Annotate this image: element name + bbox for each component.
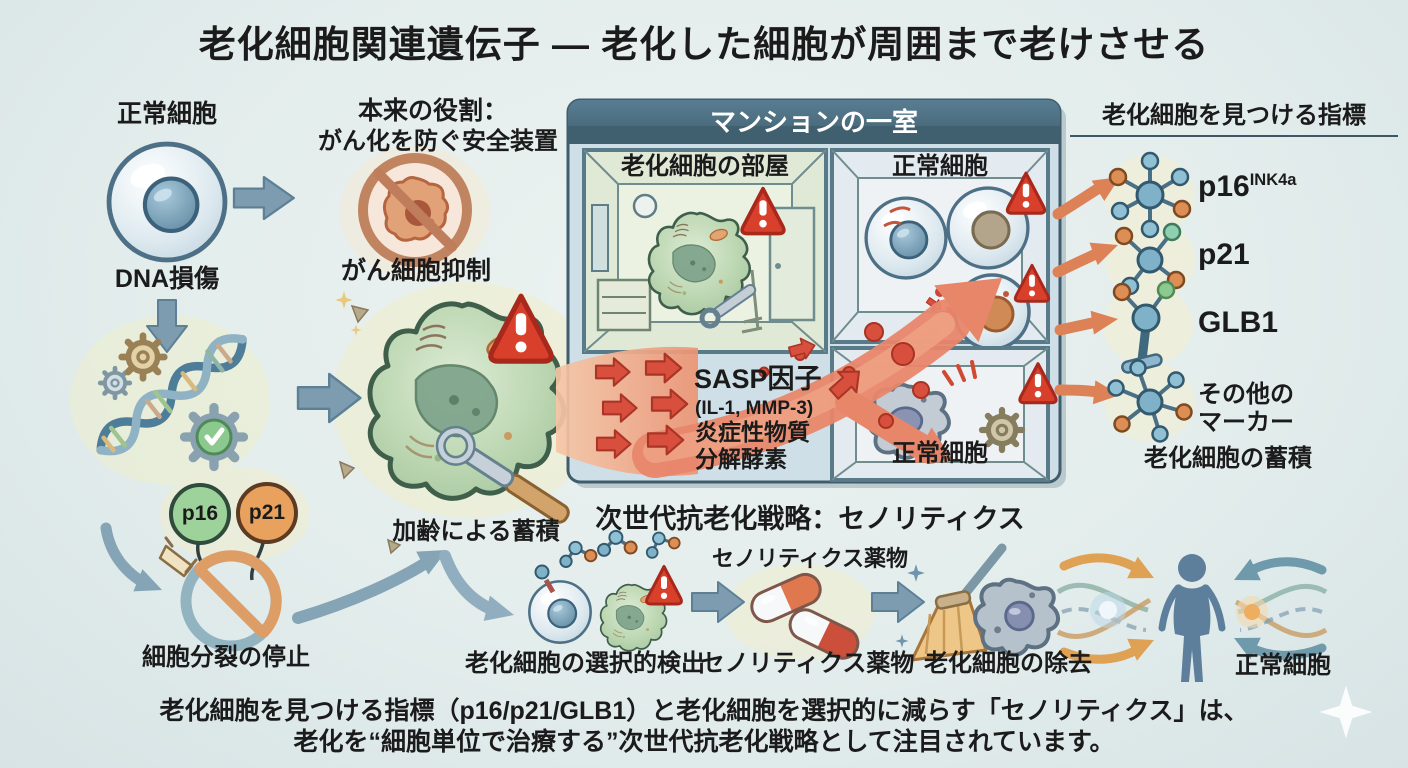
capsule-icon xyxy=(788,608,860,660)
page-title: 老化細胞関連遺伝子 ― 老化した細胞が周囲まで老けさせる xyxy=(198,24,1210,65)
marker-glb1-label: GLB1 xyxy=(1198,306,1279,339)
removed-cell-icon xyxy=(973,577,1060,657)
division-arrest-label: 細胞分裂の停止 xyxy=(142,644,310,671)
senescent-room xyxy=(582,148,828,354)
molecule-icon-glb1 xyxy=(1112,280,1176,374)
accumulation-label: 加齢による蓄積 xyxy=(392,518,560,545)
arrow-cell-to-role xyxy=(232,175,295,221)
cancer-suppression-label: がん細胞抑制 xyxy=(340,257,491,285)
detect-step-icon xyxy=(528,526,684,652)
drug-step-label: セノリティクス薬物 xyxy=(700,650,915,677)
apartment-header: マンションの一室 xyxy=(709,107,918,137)
cancer-suppression-icon xyxy=(358,153,472,267)
dna-wave-right xyxy=(1234,557,1328,660)
dna-wave-left xyxy=(1056,553,1154,664)
marker-p21-label: p21 xyxy=(1198,238,1250,271)
p16-badge-label: p16 xyxy=(181,502,219,525)
role-heading-line1: 本来の役割： xyxy=(357,97,508,125)
check-gear-icon xyxy=(185,408,244,467)
arrow-drug-to-remove xyxy=(871,581,925,623)
detect-step-label: 老化細胞の選択的検出 xyxy=(465,650,705,677)
arrow-accumulation-to-detect xyxy=(439,550,514,621)
inflammatory-label: 炎症性物質 xyxy=(695,419,810,445)
role-heading-line2: がん化を防ぐ安全装置 xyxy=(318,128,558,155)
normal-room-bottom-label: 正常細胞 xyxy=(892,440,988,467)
enzyme-label: 分解酵素 xyxy=(695,446,787,472)
p21-badge-label: p21 xyxy=(248,501,286,524)
division-stop-icon xyxy=(158,536,282,652)
dna-damage-label: DNA損傷 xyxy=(114,265,220,293)
arrow-dna-to-arrest xyxy=(100,522,162,592)
broom-icon xyxy=(910,543,1007,662)
wrench-icon xyxy=(435,425,570,524)
sasp-label: SASP因子 xyxy=(694,364,822,394)
gear-icon xyxy=(122,336,165,379)
marker-other-label-line1: その他の xyxy=(1198,381,1294,408)
markers-caption: 老化細胞の蓄積 xyxy=(1144,445,1312,472)
senescent-room-label: 老化細胞の部屋 xyxy=(621,153,789,180)
result-normal-cells-label: 正常細胞 xyxy=(1235,652,1331,679)
sasp-examples-label: (IL-1, MMP-3) xyxy=(695,398,814,419)
capsule-icon xyxy=(750,572,822,624)
human-figure xyxy=(1158,554,1226,682)
markers-heading: 老化細胞を見つける指標 xyxy=(1070,102,1398,137)
marker-p16-label: p16INK4a xyxy=(1198,170,1297,203)
footer-line1: 老化細胞を見つける指標（p16/p21/GLB1）と老化細胞を選択的に減らす「セ… xyxy=(159,697,1249,725)
p16-badge-icon xyxy=(169,483,231,577)
footer-line2: 老化を“細胞単位で治療する”次世代抗老化戦略として注目されています。 xyxy=(293,728,1115,756)
normal-cell-label: 正常細胞 xyxy=(116,100,217,128)
senolytics-heading: 次世代抗老化戦略：セノリティクス xyxy=(595,504,1025,534)
arrow-arrest-to-cell xyxy=(292,550,447,624)
normal-room-top-label: 正常細胞 xyxy=(892,153,988,180)
normal-cell-icon xyxy=(109,144,225,260)
senolytic-drug-top-label: セノリティクス薬物 xyxy=(711,546,909,571)
sasp-flow-arrow xyxy=(556,278,1002,478)
dna-icon xyxy=(96,334,247,456)
molecule-icon-p16 xyxy=(1108,151,1192,239)
remove-step-label: 老化細胞の除去 xyxy=(924,650,1092,677)
molecule-icon-other xyxy=(1107,359,1193,443)
marker-other-label-line2: マーカー xyxy=(1198,409,1294,436)
